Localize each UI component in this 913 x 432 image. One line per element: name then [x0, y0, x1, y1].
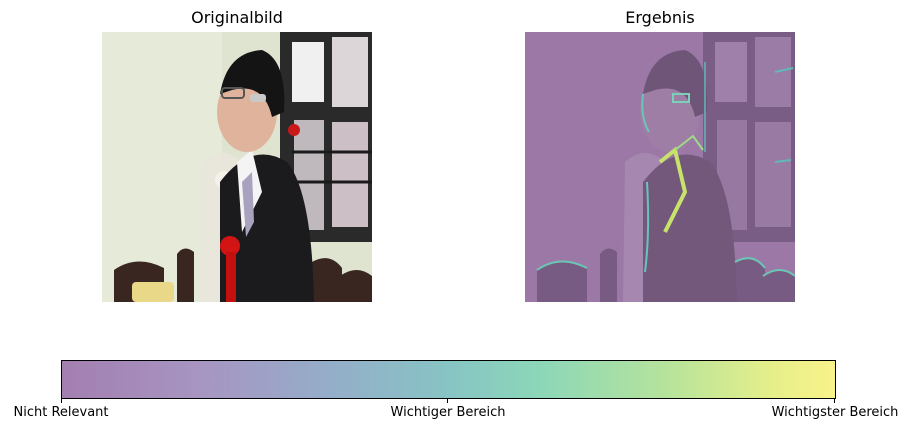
result-image-title: Ergebnis — [625, 8, 695, 27]
original-photo — [102, 32, 372, 302]
colorbar-tick — [61, 398, 62, 403]
original-image-title: Originalbild — [191, 8, 283, 27]
colorbar-label-high: Wichtigster Bereich — [771, 405, 899, 420]
colorbar-label-low: Nicht Relevant — [13, 405, 109, 420]
colorbar-tick — [834, 398, 835, 403]
colorbar-label-mid: Wichtiger Bereich — [390, 405, 506, 420]
colorbar-tick — [447, 398, 448, 403]
importance-colorbar — [61, 360, 836, 399]
result-heatmap — [525, 32, 795, 302]
